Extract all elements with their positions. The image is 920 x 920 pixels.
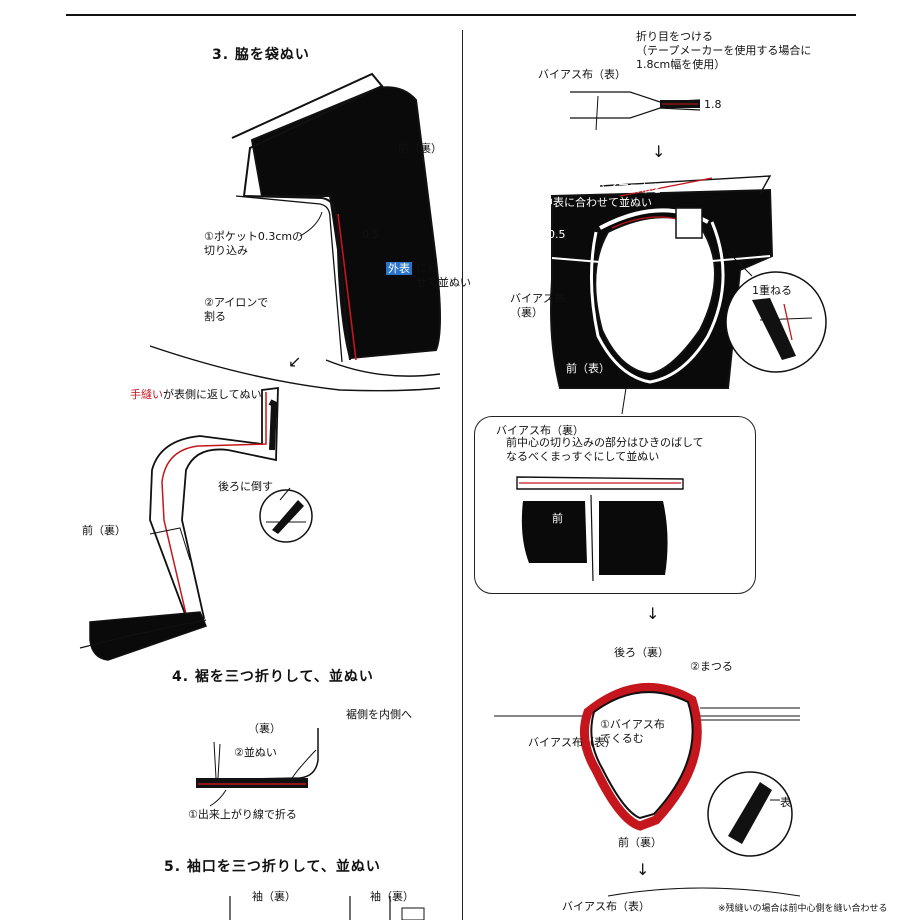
- step4-title: 4. 裾を三つ折りして、並ぬい: [172, 669, 374, 685]
- label-corner-note: ※残縫いの場合は前中心側を縫い合わせる: [718, 904, 888, 914]
- label-ushiro: 後ろ（裏）: [614, 646, 669, 659]
- label-cuff-ura1: 袖（裏）: [252, 890, 296, 903]
- label-18: 1.8: [704, 98, 722, 111]
- detail-box-illustration: [516, 476, 684, 582]
- label-bias-fold: ①バイアス布 でくるむ: [600, 718, 665, 745]
- label-hem-fold: ①出来上がり線で折る: [188, 808, 297, 821]
- arrow-diag: ↙: [288, 352, 302, 371]
- gaihyo-tag: 外表: [386, 262, 412, 275]
- label-step1: ①衿ぐりにバイアス布を 中表に合わせて並ぬい: [542, 182, 662, 209]
- label-matsuri: ②まつる: [690, 660, 733, 673]
- label-hem-omote: （裏）: [248, 722, 281, 735]
- box-head: バイアス布（裏）: [496, 424, 584, 437]
- step3-title: 3. 脇を袋ぬい: [212, 47, 310, 63]
- label-gaihyo: 外表: [386, 262, 412, 276]
- label-bias: バイアス布 （裏）: [510, 292, 565, 319]
- sleeve-note-red: 手縫い: [130, 388, 163, 401]
- label-hem-sew: ②並ぬい: [234, 746, 277, 759]
- label-gaihyo-suffix: にわ せて並ぬい: [416, 262, 471, 289]
- label-mae-ura: 前（裏）: [82, 524, 126, 537]
- label-mae-ura2: 前（裏）: [618, 836, 662, 849]
- label-iron: ②アイロンで 割る: [204, 296, 269, 323]
- label-mae-omote: 前（表）: [566, 362, 610, 375]
- label-05: 0.5: [362, 228, 380, 241]
- label-hem-right: 裾側を内側へ: [346, 708, 412, 721]
- label-05r: 0.5: [548, 228, 566, 241]
- sleeve-note-text: が表側に返してぬい: [163, 388, 262, 401]
- arrow-1: ↓: [652, 142, 666, 161]
- arrow-2: ↓: [646, 604, 660, 623]
- box-mae: 前: [552, 512, 563, 525]
- step5-title: 5. 袖口を三つ折りして、並ぬい: [164, 859, 381, 875]
- label-sleeve-note: 手縫いが表側に返してぬい: [130, 388, 262, 402]
- label-back-ura: 前（裏）: [398, 142, 442, 155]
- column-divider: [462, 30, 463, 920]
- label-cuff-ura2: 袖（裏）: [370, 890, 414, 903]
- box-note: 前中心の切り込みの部分はひきのばして なるべくまっすぐにして並ぬい: [506, 436, 704, 463]
- label-bias-side: バイアス布（表）: [528, 736, 616, 749]
- label-ura: 表: [780, 796, 791, 809]
- label-bias-omote: バイアス布（表）: [538, 68, 626, 81]
- label-bias-bottom: バイアス布（表）: [562, 900, 650, 913]
- detail-box: [474, 416, 756, 594]
- label-crease: 折り目をつける （テープメーカーを使用する場合に 1.8cm幅を使用）: [636, 30, 812, 71]
- label-fold: 後ろに倒す: [218, 480, 273, 493]
- label-clip: ①ポケット0.3cmの 切り込み: [204, 230, 304, 257]
- top-rule: [66, 14, 856, 16]
- arrow-3: ↓: [636, 860, 650, 879]
- label-kasaneru: 1重ねる: [752, 284, 792, 297]
